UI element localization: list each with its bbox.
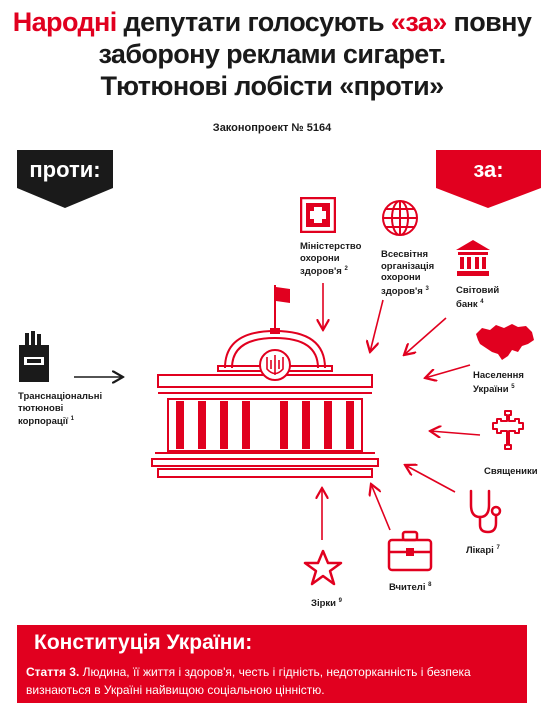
- briefcase-icon: [387, 530, 433, 572]
- against-badge: проти:: [17, 150, 113, 208]
- title-line-2: заборону реклами сигарет.: [98, 39, 446, 69]
- stethoscope-icon: [469, 489, 502, 534]
- supporter-priests: Священики: [484, 466, 538, 477]
- bank-icon: [456, 240, 490, 276]
- against-badge-label: проти:: [29, 157, 101, 182]
- title-highlight: Народні: [12, 7, 118, 37]
- arrow-teachers: [371, 484, 391, 531]
- arrow-bank: [404, 317, 447, 355]
- supporter-teachers: Вчителі 8: [389, 582, 432, 594]
- against-badge-shape: [17, 150, 113, 208]
- article-number: Стаття 3.: [26, 665, 80, 679]
- for-badge-shape: [436, 150, 541, 208]
- page-title: Народні депутати голосують «за» повну за…: [0, 6, 544, 102]
- arrow-doctors: [405, 465, 456, 493]
- supporter-stars: Зірки 9: [311, 598, 342, 610]
- arrow-who: [370, 299, 384, 352]
- medical-cross-icon: [300, 197, 336, 233]
- supporter-world-bank: Світовий банк 4: [456, 285, 500, 310]
- cigarette-pack-icon: [19, 331, 49, 382]
- supporter-doctors: Лікарі 7: [466, 545, 500, 557]
- title-line-3: Тютюнові лобісти «проти»: [100, 71, 444, 101]
- arrow-population: [425, 364, 471, 378]
- building-columns: [176, 401, 354, 449]
- globe-icon: [382, 200, 418, 236]
- for-badge-label: за:: [473, 157, 504, 182]
- bill-number: Законопроект № 5164: [212, 122, 332, 134]
- article-text: Людина, її життя і здоров'я, честь і гід…: [26, 665, 471, 697]
- against-label: Транснаціональні тютюнові корпорації 1: [18, 391, 103, 428]
- title-part: депутати голосують: [116, 7, 391, 37]
- title-highlight-za: «за»: [390, 7, 447, 37]
- arrow-priests: [430, 431, 481, 435]
- constitution-article: Стаття 3. Людина, її життя і здоров'я, ч…: [26, 663, 522, 699]
- constitution-title: Конституція України:: [34, 631, 253, 654]
- supporter-population: Населення України 5: [473, 370, 524, 395]
- church-cross-icon: [492, 410, 524, 450]
- parliament-building-icon: [151, 285, 379, 478]
- ukraine-map-icon: [476, 324, 534, 360]
- constitution-box: Конституція України: Стаття 3. Людина, ї…: [17, 625, 527, 703]
- for-badge: за:: [436, 150, 541, 208]
- title-part-2: повну: [446, 7, 532, 37]
- star-icon: [303, 549, 343, 586]
